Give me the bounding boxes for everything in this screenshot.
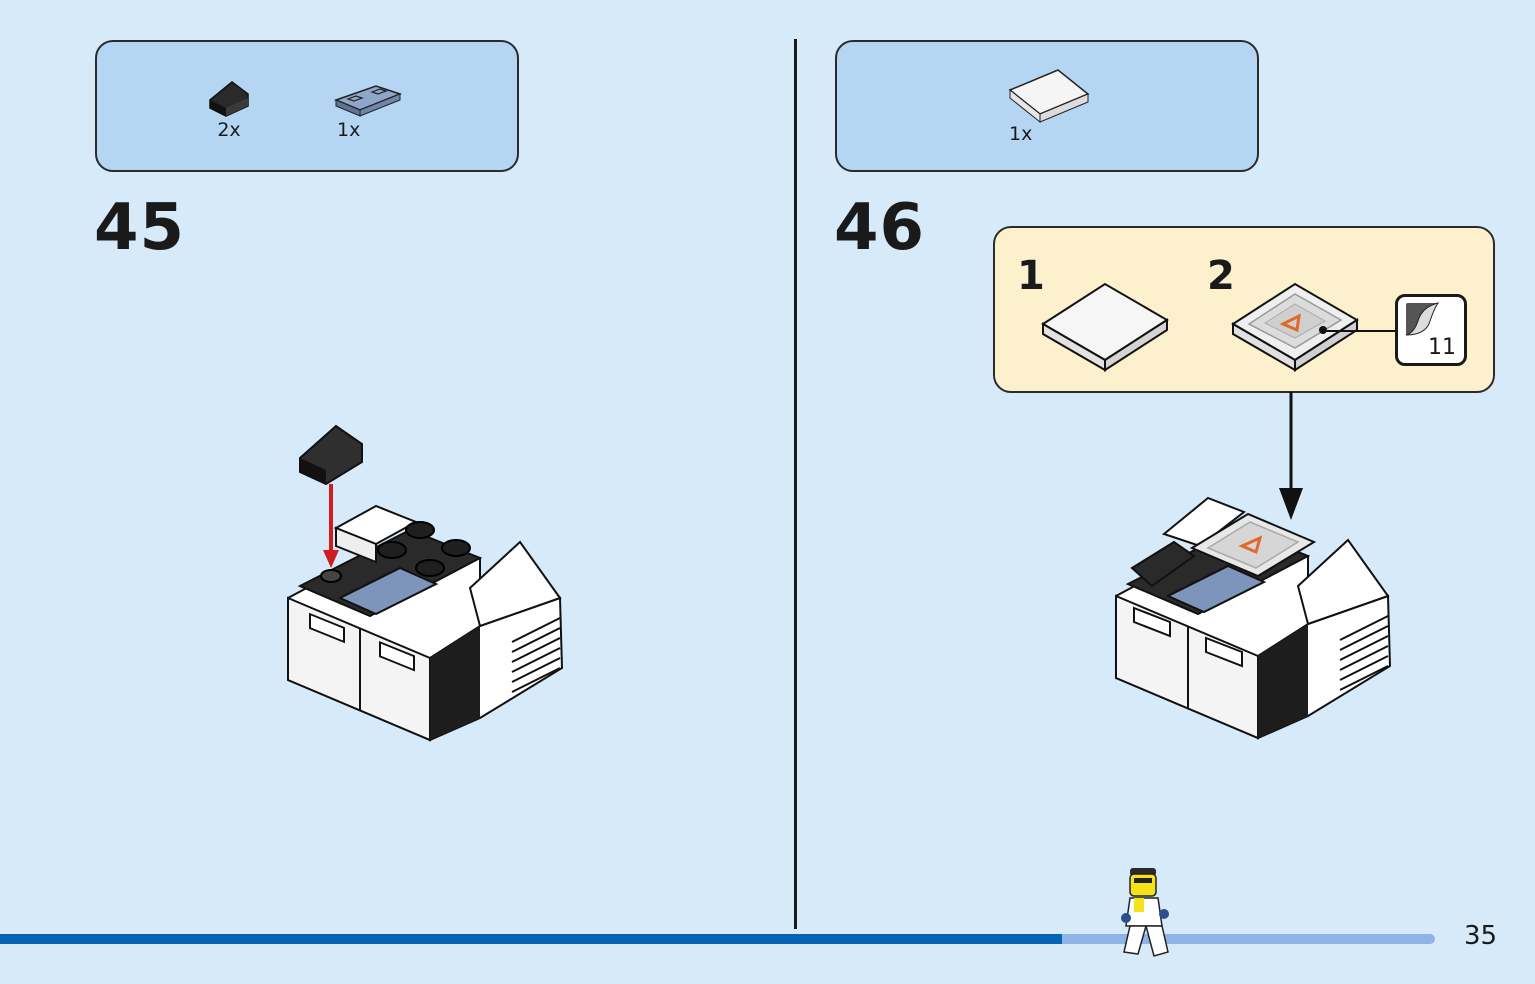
gray-grille-tile-icon	[333, 85, 403, 117]
sticker-number: 11	[1428, 335, 1456, 360]
part-quantity: 2x	[217, 119, 241, 141]
parts-list-step-46: 1x	[835, 40, 1259, 172]
page-number: 35	[1464, 921, 1498, 951]
step-number-46: 46	[834, 191, 926, 265]
minifigure-mascot-icon	[1121, 868, 1169, 957]
part-quantity: 1x	[337, 119, 361, 141]
progress-bar-fill	[0, 934, 1062, 944]
white-flat-tile-icon	[1041, 282, 1169, 372]
sticker-callout: 11	[1395, 294, 1467, 366]
substep-label: 1	[1017, 253, 1045, 299]
part-item: 1x	[331, 80, 405, 140]
model-illustration-step-46	[1115, 496, 1392, 740]
substep-label: 2	[1207, 253, 1235, 299]
white-flat-tile-icon	[1008, 69, 1090, 124]
parts-list-step-45: 2x 1x	[95, 40, 519, 172]
part-item: 1x	[1005, 66, 1093, 144]
part-item: 2x	[205, 76, 253, 140]
subassembly-callout: 1 2 11	[993, 226, 1495, 393]
sticker-peel-icon	[1405, 302, 1440, 336]
progress-bar	[0, 934, 1435, 944]
model-illustration-step-45	[287, 424, 564, 742]
placement-arrow-icon	[1279, 392, 1303, 520]
black-slope-brick-icon	[209, 81, 249, 117]
placement-arrow-icon	[323, 484, 339, 568]
part-quantity: 1x	[1009, 123, 1033, 145]
page-divider	[794, 39, 797, 929]
decorated-tile-icon	[1231, 282, 1359, 372]
black-slope-brick-icon	[299, 424, 363, 486]
step-number-45: 45	[94, 191, 186, 265]
